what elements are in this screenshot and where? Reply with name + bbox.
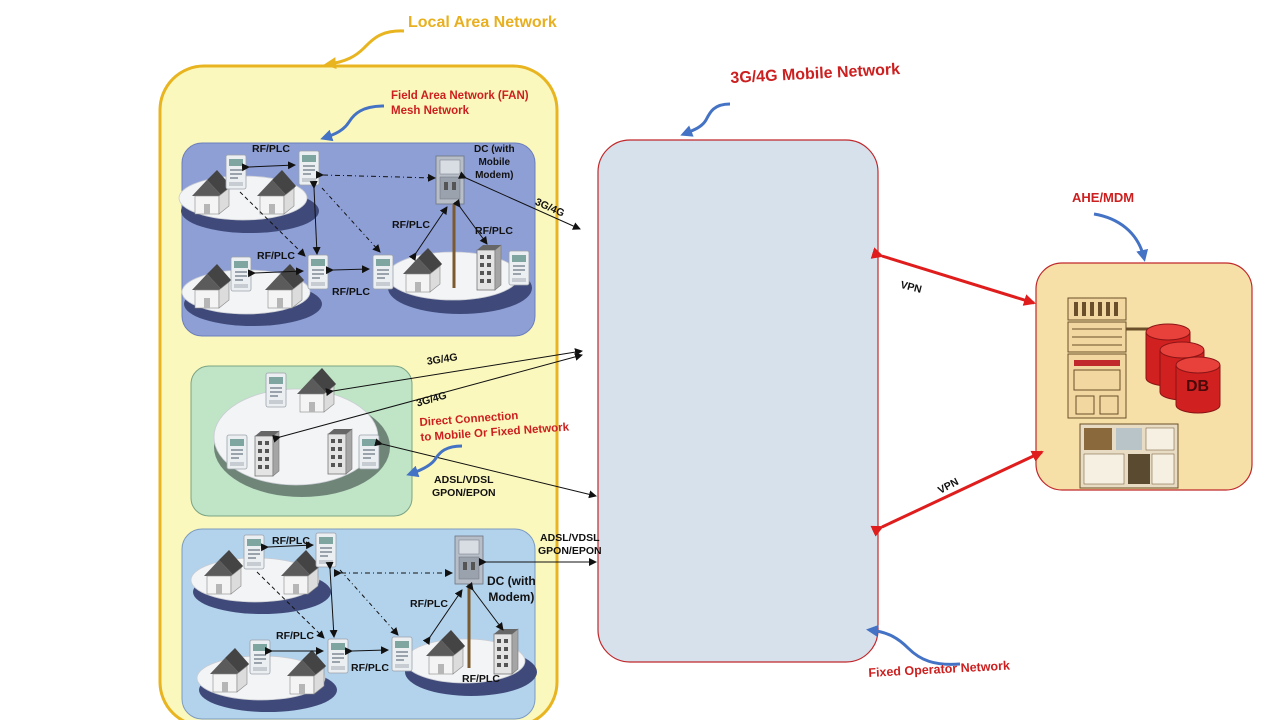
top-rfplc-4: RF/PLC [257,250,295,262]
smart-meter-icon [391,636,413,672]
data-concentrator-icon [454,535,484,585]
smart-meter-icon [508,250,530,286]
top-rfplc-3: RF/PLC [475,225,513,237]
top-rfplc-2: RF/PLC [392,219,430,231]
ahe-callout-arrow [1093,212,1149,262]
data-concentrator-icon [435,155,465,205]
direct-callout-arrow [406,444,463,478]
fan-callout-arrow [320,104,385,142]
bottom-rfplc-1: RF/PLC [272,535,310,547]
control-panel-icon [1079,423,1179,489]
mobile-callout-arrow [680,102,731,137]
vpn-link-lower [870,450,1044,537]
building-icon [327,428,353,475]
middle-fixed-line1: ADSL/VDSL [434,474,494,486]
database-icon [1145,323,1221,414]
server-rack-icon [1067,297,1127,419]
top-panel-links [239,161,581,278]
top-rfplc-1: RF/PLC [252,143,290,155]
bottom-dc-label: DC (with Modem) [487,573,536,605]
top-dc-label: DC (with Mobile Modem) [474,143,515,182]
bottom-rfplc-5: RF/PLC [462,673,500,685]
smart-meter-icon [226,434,248,470]
smart-meter-icon [307,254,329,290]
smart-meter-icon [315,532,337,568]
bottom-fixed-line2: GPON/EPON [538,545,602,557]
smart-meter-icon [230,256,252,292]
fan-title: Field Area Network (FAN) Mesh Network [391,89,529,119]
fan-title-line2: Mesh Network [391,105,469,117]
smart-meter-icon [225,154,247,190]
middle-fixed-label: ADSL/VDSL GPON/EPON [432,474,496,500]
operator-network-cloud [597,139,879,663]
top-dc-line3: Modem) [475,170,514,181]
middle-panel-links [272,348,597,499]
db-label: DB [1186,378,1210,395]
bottom-rfplc-4: RF/PLC [351,662,389,674]
smart-meter-icon [372,254,394,290]
smart-meter-icon [358,434,380,470]
bottom-rfplc-3: RF/PLC [276,630,314,642]
fixed-callout-arrow [866,624,961,666]
ahe-mdm-title: AHE/MDM [1072,190,1135,205]
top-rfplc-5: RF/PLC [332,286,370,298]
lan-title: Local Area Network [408,14,557,31]
building-icon [254,430,280,477]
smart-meter-icon [249,639,271,675]
smart-meter-icon [243,534,265,570]
middle-fixed-line2: GPON/EPON [432,487,496,499]
bottom-panel-links [256,541,597,656]
top-dc-line2: Mobile [478,157,511,168]
bottom-fixed-label: ADSL/VDSL GPON/EPON [538,532,602,558]
top-dc-line1: DC (with [474,144,515,155]
building-icon [493,628,519,675]
smart-meter-icon [265,372,287,408]
bottom-rfplc-2: RF/PLC [410,598,448,610]
vpn-link-upper [870,247,1036,306]
smart-meter-icon [298,150,320,186]
smart-meter-icon [327,638,349,674]
bottom-dc-line1: DC (with [487,574,536,588]
fan-title-line1: Field Area Network (FAN) [391,90,529,102]
bottom-dc-line2: Modem) [488,590,535,604]
building-icon [476,244,502,291]
bottom-fixed-line1: ADSL/VDSL [540,532,600,544]
lan-callout-arrow [324,29,405,70]
